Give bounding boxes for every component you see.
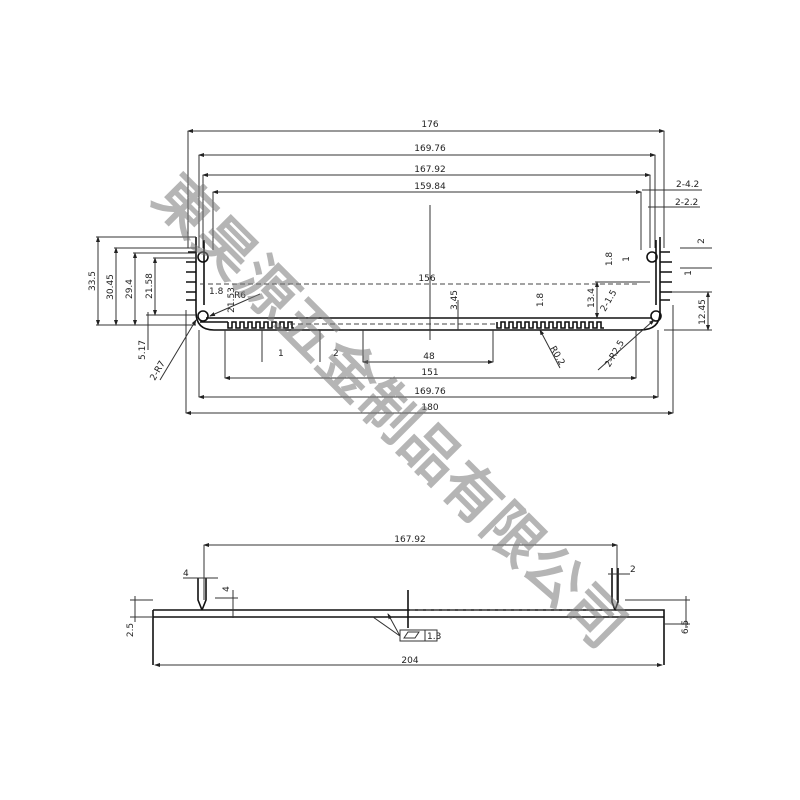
dim-48: 48 <box>423 352 435 362</box>
side-view-labels: 167.92 204 4 4 2.5 2 6.5 1.3 <box>126 535 691 666</box>
dim-33-5: 33.5 <box>88 271 98 291</box>
dim-167-92: 167.92 <box>414 165 446 175</box>
flatness-value: 1.3 <box>427 632 441 642</box>
flatness-box <box>399 629 438 642</box>
dim-167-92-side: 167.92 <box>394 535 426 545</box>
note-4-width: 4 <box>183 569 189 579</box>
dim-176: 176 <box>421 120 438 130</box>
note-2-r2-5: 2-R2.5 <box>604 339 627 370</box>
note-6-5: 6.5 <box>681 620 691 634</box>
note-1-8-mid: 1.8 <box>536 293 546 308</box>
note-1-right-b: 1 <box>684 270 694 276</box>
note-2-4-2: 2-4.2 <box>676 180 699 190</box>
note-13-4: 13.4 <box>587 288 597 308</box>
note-1-right-a: 1 <box>622 256 632 262</box>
dim-180: 180 <box>421 403 438 413</box>
dim-151: 151 <box>421 368 438 378</box>
flatness-icon <box>403 630 426 641</box>
front-view-dimensions <box>96 129 712 415</box>
dim-30-45: 30.45 <box>106 274 116 300</box>
note-1-8-right: 1.8 <box>605 252 615 267</box>
note-3-45: 3.45 <box>450 290 460 310</box>
dim-29-4: 29.4 <box>125 279 135 299</box>
note-r6: R6 <box>234 291 246 301</box>
front-view-profile <box>186 131 672 340</box>
front-view-labels: 176 169.76 167.92 159.84 156 48 151 169.… <box>88 120 708 413</box>
dim-204: 204 <box>401 656 418 666</box>
side-view-profile <box>130 543 690 667</box>
note-2-1-5: 2-1.5 <box>599 288 619 313</box>
note-2-side: 2 <box>630 565 636 575</box>
note-2-5: 2.5 <box>126 623 136 637</box>
note-4-height: 4 <box>222 586 232 592</box>
note-r0-2: R0.2 <box>547 345 566 368</box>
note-1-8-left: 1.8 <box>209 287 224 297</box>
note-2-2-2: 2-2.2 <box>675 198 698 208</box>
dim-5-17: 5.17 <box>138 340 148 360</box>
dim-159-84: 159.84 <box>414 182 446 192</box>
dim-156: 156 <box>418 274 435 284</box>
dim-21-58: 21.58 <box>145 273 155 299</box>
note-21-53: 21.53 <box>227 287 237 313</box>
company-watermark: 東昊源五金制品有限公司 <box>140 162 639 661</box>
note-12-45: 12.45 <box>698 299 708 325</box>
dim-169-76-bottom: 169.76 <box>414 387 446 397</box>
note-1-fin: 1 <box>278 349 284 359</box>
dim-169-76-top: 169.76 <box>414 144 446 154</box>
note-2-fin: 2 <box>333 349 339 359</box>
note-2-right: 2 <box>697 238 707 244</box>
